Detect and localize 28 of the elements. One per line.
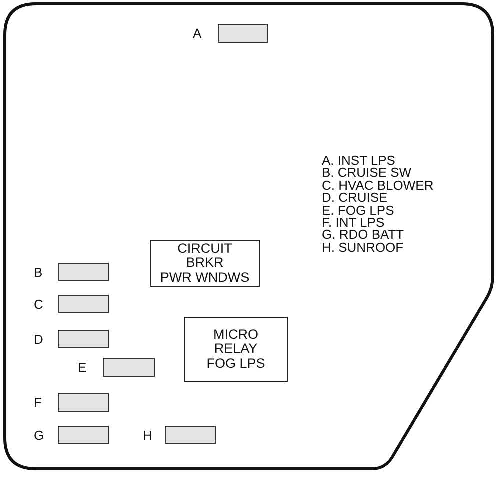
fuse-letter: E: [78, 360, 87, 374]
fuse-slot: [58, 295, 109, 313]
fuse-key-entry: B. CRUISE SW: [322, 167, 412, 180]
fuse-letter: C: [34, 296, 44, 312]
fuse-slot: [218, 24, 268, 43]
fuse-slot: [165, 426, 216, 444]
fuse-letter: D: [34, 332, 44, 346]
fuse-key-entry: H. SUNROOF: [322, 242, 404, 254]
relay-box: [184, 317, 288, 382]
relay-label: CIRCUIT BRKR PWR WNDWS: [160, 242, 250, 286]
fuse-key-entry: G. RDO BATT: [322, 229, 404, 242]
fuse-key-entry: A. INST LPS: [322, 155, 396, 168]
fuse-key-entry: E. FOG LPS: [322, 204, 394, 217]
fuse-key-entry: D. CRUISE: [322, 192, 388, 205]
fuse-slot: [58, 263, 109, 281]
fuse-key-entry: C. HVAC BLOWER: [322, 180, 434, 192]
fuse-letter: H: [143, 428, 152, 442]
fuse-key-entry: F. INT LPS: [322, 217, 385, 230]
fuse-letter: A: [193, 26, 202, 40]
fuse-slot: [103, 358, 155, 377]
fuse-letter: F: [34, 394, 42, 410]
fuse-slot: [58, 330, 109, 348]
relay-label: MICRO RELAY FOG LPS: [206, 328, 266, 372]
fuse-slot: [58, 393, 109, 412]
fuse-slot: [58, 426, 109, 444]
relay-box: [150, 240, 260, 287]
fuse-letter: B: [34, 264, 43, 280]
fuse-letter: G: [34, 428, 44, 442]
